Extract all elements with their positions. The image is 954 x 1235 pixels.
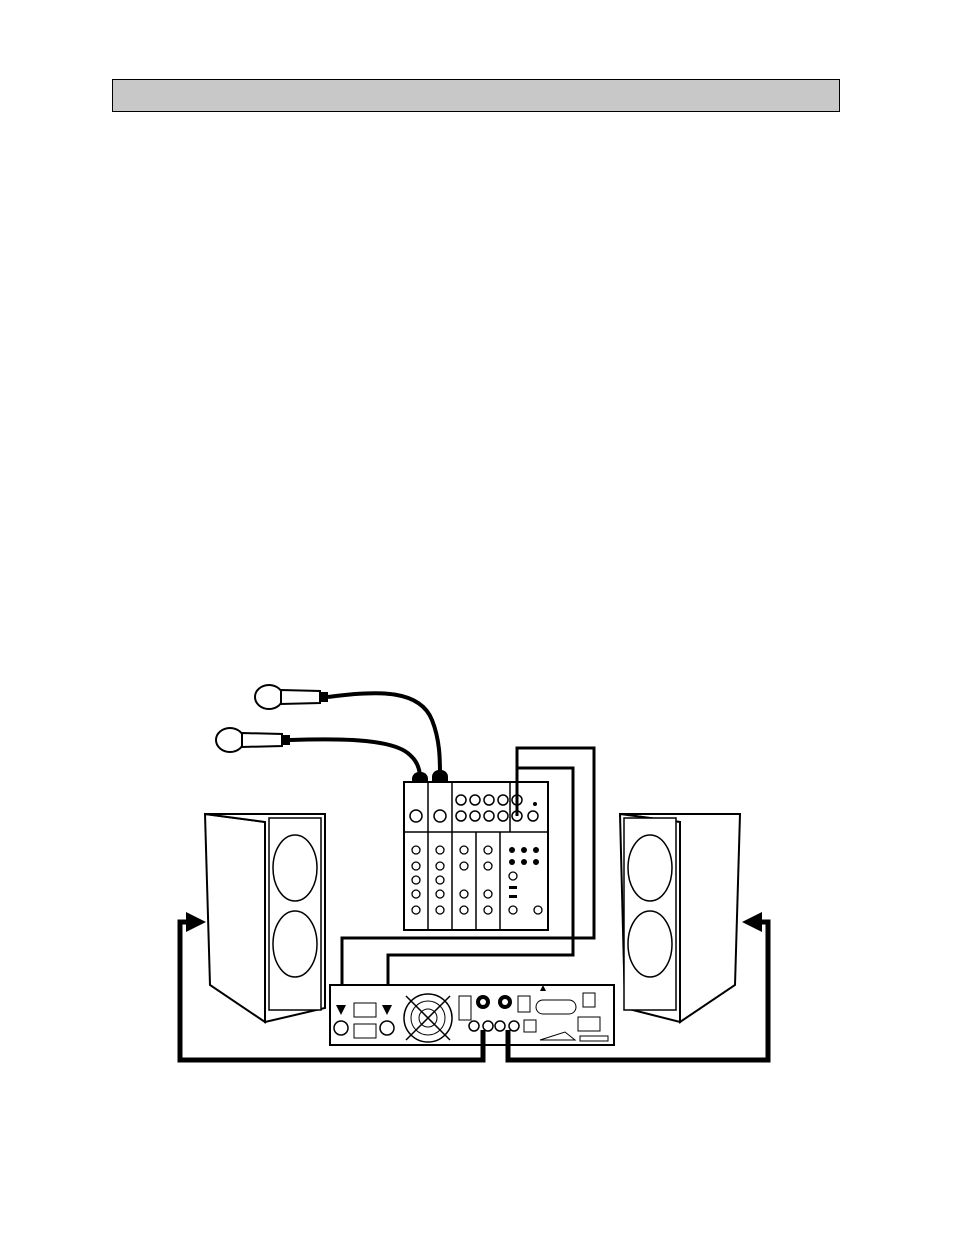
mic-cable-1	[328, 693, 440, 775]
left-speaker	[205, 814, 325, 1022]
microphone-2	[216, 728, 290, 752]
microphone-1	[255, 685, 328, 709]
mixer	[404, 782, 548, 930]
right-speaker	[620, 814, 740, 1022]
power-amplifier	[330, 985, 614, 1045]
mic-cable-2	[290, 739, 420, 778]
